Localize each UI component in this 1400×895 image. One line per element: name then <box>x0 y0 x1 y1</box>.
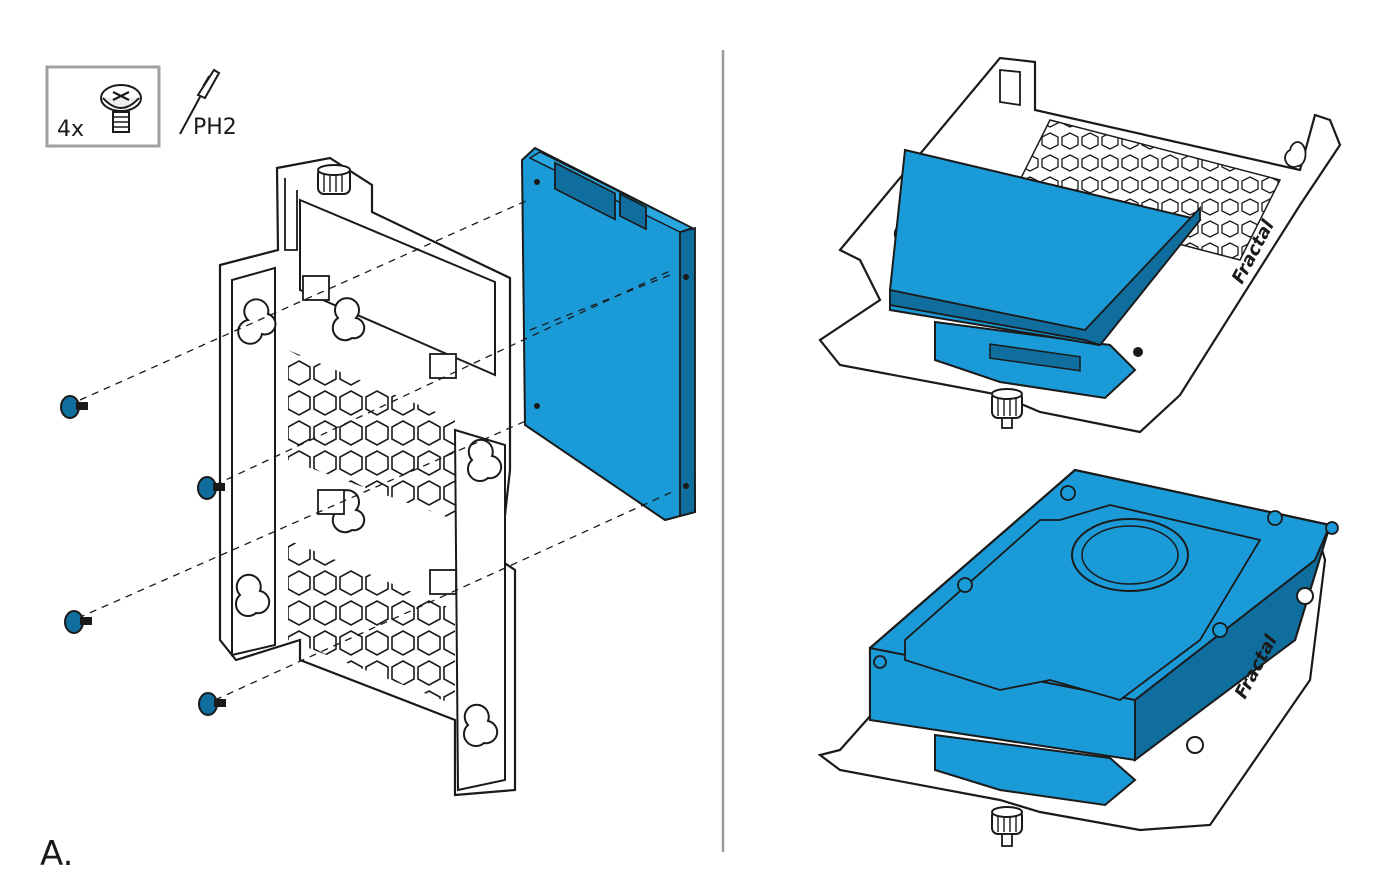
screw-icon <box>100 84 142 133</box>
screwdriver-size-label: PH2 <box>193 115 237 140</box>
step-label: A. <box>40 834 73 874</box>
screw-icon <box>60 395 88 419</box>
thumbscrew-icon <box>991 388 1023 429</box>
drive-bracket <box>218 156 517 797</box>
bracket-with-ssd: Fractal <box>818 56 1342 434</box>
screwdriver-icon <box>179 68 221 135</box>
screw-quantity-label: 4x <box>57 117 84 142</box>
thumbscrew-icon <box>317 164 351 195</box>
parts-box: 4x PH2 <box>45 65 237 148</box>
alignment-guides <box>77 199 673 701</box>
ssd-drive <box>520 146 697 522</box>
sata-connector-icon <box>554 161 647 231</box>
thumbscrew-icon <box>991 806 1023 847</box>
screw-icon <box>198 692 226 716</box>
screw-icon <box>197 476 225 500</box>
bracket-with-hdd: Fractal <box>817 468 1339 847</box>
screw-icon <box>64 610 92 634</box>
